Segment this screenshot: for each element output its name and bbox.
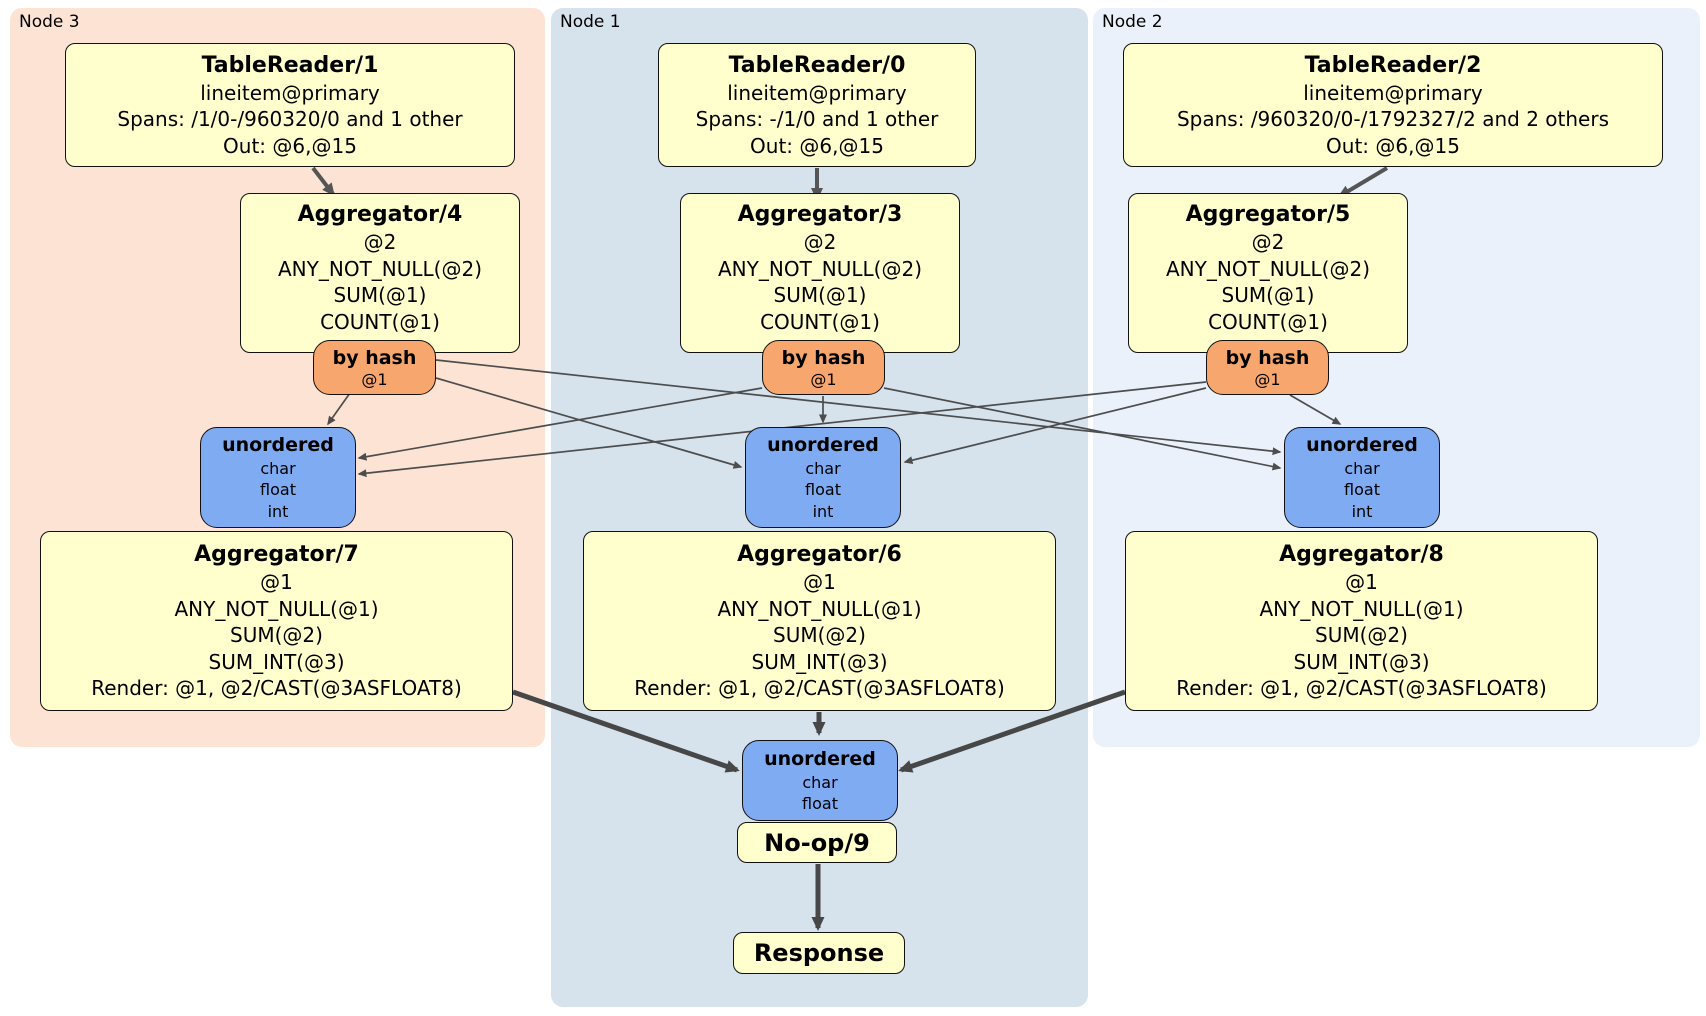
edge-hash1-sync3 [357,387,763,461]
edge-hash2-sync2 [1289,394,1342,425]
node2-label: Node 2 [1102,12,1163,32]
processor-title: No-op/9 [764,828,870,857]
processor-tablereader-1: TableReader/1 lineitem@primary Spans: /1… [65,43,515,167]
edge-tr1-agg4 [311,166,335,197]
edge-hash1-sync2 [883,387,1282,471]
sync-title: unordered [222,433,334,456]
sync-unordered-node1: unordered char float int [745,427,901,528]
edge-tr2-agg5 [1337,166,1389,198]
edge-hash3-sync2 [435,359,1282,456]
sync-unordered-node3: unordered char float int [200,427,356,528]
router-by-hash-node1: by hash @1 [762,340,885,395]
router-by-hash-node2: by hash @1 [1206,340,1329,395]
processor-tablereader-2: TableReader/2 lineitem@primary Spans: /9… [1123,43,1663,167]
processor-aggregator-3: Aggregator/3 @2 ANY_NOT_NULL(@2) SUM(@1)… [680,193,960,353]
processor-aggregator-7: Aggregator/7 @1 ANY_NOT_NULL(@1) SUM(@2)… [40,531,513,711]
edge-hash3-sync3 [327,392,351,426]
processor-aggregator-5: Aggregator/5 @2 ANY_NOT_NULL(@2) SUM(@1)… [1128,193,1408,353]
node1-label: Node 1 [560,12,621,32]
processor-aggregator-4: Aggregator/4 @2 ANY_NOT_NULL(@2) SUM(@1)… [240,193,520,353]
processor-aggregator-6: Aggregator/6 @1 ANY_NOT_NULL(@1) SUM(@2)… [583,531,1056,711]
edge-hash3-sync1 [435,377,743,469]
sync-title: unordered [1306,433,1418,456]
sync-title: unordered [767,433,879,456]
processor-title: Aggregator/8 [1279,542,1444,567]
processor-noop-9: No-op/9 [737,822,897,863]
processor-title: Aggregator/5 [1185,202,1351,227]
edge-hash2-sync1 [903,387,1207,465]
router-by-hash-node3: by hash @1 [313,340,436,395]
processor-title: Aggregator/6 [737,542,902,567]
sync-title: unordered [764,747,876,770]
edge-agg7-syncfinal [512,689,740,773]
edge-agg8-syncfinal [898,689,1126,773]
processor-response: Response [733,932,905,974]
processor-title: Aggregator/4 [297,202,463,227]
processor-title: TableReader/0 [728,52,906,78]
processor-title: TableReader/1 [201,52,379,78]
processor-title: Response [753,939,885,967]
sync-unordered-node2: unordered char float int [1284,427,1440,528]
node3-label: Node 3 [19,12,80,32]
processor-tablereader-0: TableReader/0 lineitem@primary Spans: -/… [658,43,976,167]
processor-title: Aggregator/3 [737,202,903,227]
processor-title: Aggregator/7 [194,542,359,567]
router-title: by hash [781,346,866,369]
router-title: by hash [1225,346,1310,369]
processor-title: TableReader/2 [1304,52,1482,78]
sync-unordered-final: unordered char float [742,740,898,821]
router-title: by hash [332,346,417,369]
processor-aggregator-8: Aggregator/8 @1 ANY_NOT_NULL(@1) SUM(@2)… [1125,531,1598,711]
